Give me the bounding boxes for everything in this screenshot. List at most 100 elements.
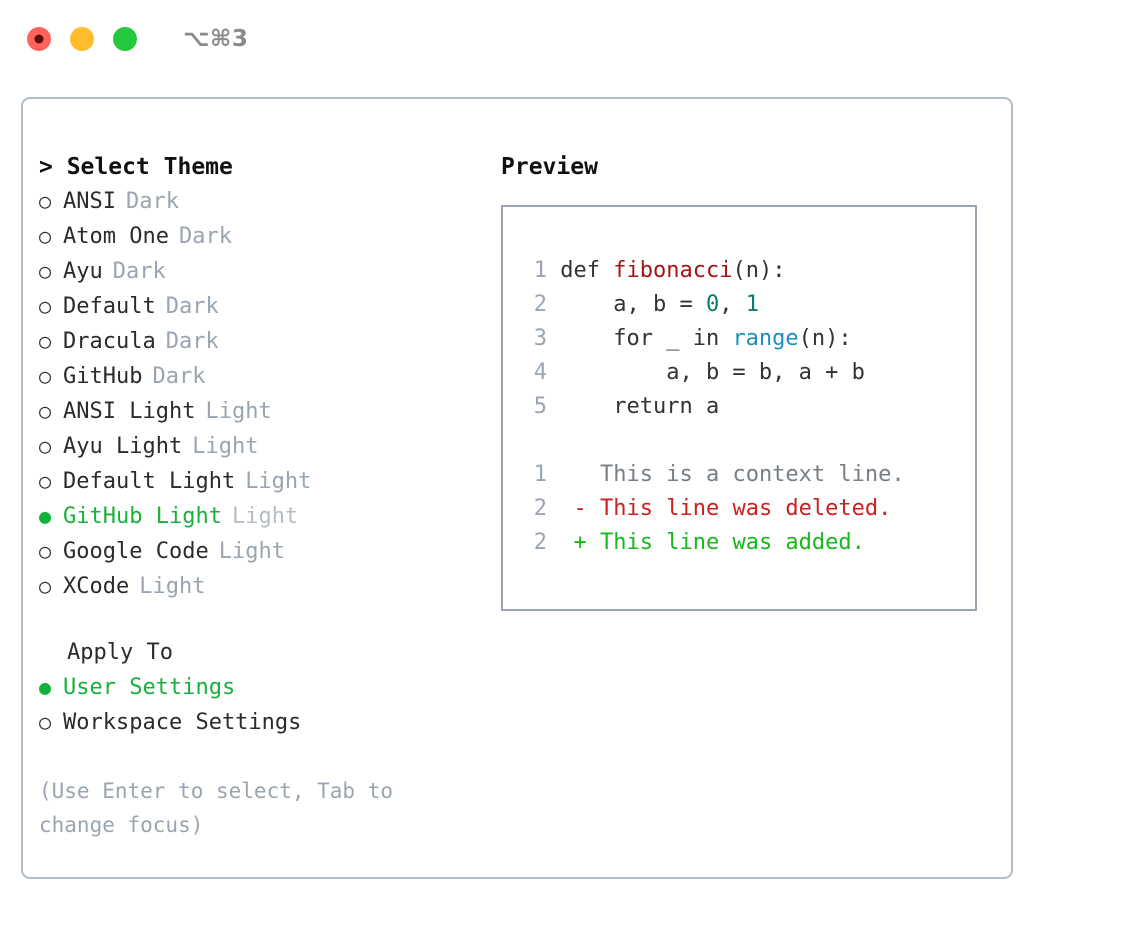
radio-unselected-icon: ○ (39, 224, 52, 248)
apply-option-workspace-settings[interactable]: ○ Workspace Settings (39, 705, 479, 740)
theme-option-label: GitHub (63, 364, 143, 389)
diff-text: This is a context line. (600, 462, 905, 487)
apply-to-list[interactable]: ● User Settings ○ Workspace Settings (39, 670, 479, 740)
radio-unselected-icon: ○ (39, 710, 52, 734)
code-token-num: 0 (705, 292, 720, 317)
theme-option-ayu[interactable]: ○ Ayu Dark (39, 254, 479, 289)
theme-option-google-code[interactable]: ○ Google Code Light (39, 534, 479, 569)
diff-line-context: 1 This is a context line. (523, 458, 975, 492)
theme-variant-tag: Dark (125, 189, 179, 214)
theme-variant-tag: Light (245, 469, 312, 494)
code-line: 1 def fibonacci(n): (523, 254, 975, 288)
theme-option-github[interactable]: ○ GitHub Dark (39, 359, 479, 394)
code-token-fn: fibonacci (613, 258, 733, 283)
code-token-plain: return a (560, 394, 720, 419)
diff-marker: - (573, 496, 587, 521)
theme-variant-tag: Light (139, 574, 206, 599)
maximize-button[interactable] (113, 27, 137, 51)
preview-heading: Preview (501, 154, 598, 180)
code-token-plain: a, b = (560, 292, 706, 317)
theme-option-dracula[interactable]: ○ Dracula Dark (39, 324, 479, 359)
code-line: 4 a, b = b, a + b (523, 356, 975, 390)
theme-variant-tag: Dark (112, 259, 166, 284)
code-token-plain: a, b = b, a + b (560, 360, 865, 385)
radio-unselected-icon: ○ (39, 574, 52, 598)
radio-selected-icon: ● (39, 675, 52, 699)
radio-unselected-icon: ○ (39, 399, 52, 423)
theme-option-label: Dracula (63, 329, 156, 354)
theme-option-label: Default (63, 294, 156, 319)
code-line: 3 for _ in range(n): (523, 322, 975, 356)
apply-to-heading: Apply To (67, 640, 173, 665)
theme-variant-tag: Dark (152, 364, 206, 389)
theme-option-label: XCode (63, 574, 130, 599)
radio-unselected-icon: ○ (39, 364, 52, 388)
apply-option-user-settings[interactable]: ● User Settings (39, 670, 479, 705)
line-number: 2 (533, 496, 547, 521)
code-line: 5 return a (523, 390, 975, 424)
code-token-call: range (732, 326, 799, 351)
theme-variant-tag: Dark (178, 224, 232, 249)
theme-option-xcode[interactable]: ○ XCode Light (39, 569, 479, 604)
theme-option-label: ANSI (63, 189, 116, 214)
radio-unselected-icon: ○ (39, 294, 52, 318)
theme-variant-tag: Light (192, 434, 259, 459)
diff-sample: 1 This is a context line.2 - This line w… (523, 458, 975, 560)
window-controls (27, 27, 137, 51)
theme-option-default[interactable]: ○ Default Dark (39, 289, 479, 324)
line-number: 1 (533, 258, 547, 283)
theme-option-ansi-light[interactable]: ○ ANSI Light Light (39, 394, 479, 429)
line-number: 4 (533, 360, 547, 385)
theme-option-label: Ayu Light (63, 434, 183, 459)
radio-unselected-icon: ○ (39, 469, 52, 493)
theme-option-label: ANSI Light (63, 399, 196, 424)
diff-marker: + (573, 530, 587, 555)
radio-unselected-icon: ○ (39, 259, 52, 283)
radio-selected-icon: ● (39, 504, 52, 528)
keyboard-hint-text: (Use Enter to select, Tab to change focu… (39, 779, 394, 837)
code-token-plain: , (719, 292, 746, 317)
theme-option-label: Google Code (63, 539, 209, 564)
theme-option-label: Ayu (63, 259, 103, 284)
line-number: 2 (533, 530, 547, 555)
apply-option-label: Workspace Settings (63, 710, 302, 735)
radio-unselected-icon: ○ (39, 329, 52, 353)
theme-variant-tag: Light (218, 539, 285, 564)
title-bar: ⌥⌘3 (0, 0, 1140, 78)
theme-variant-tag: Dark (165, 294, 219, 319)
diff-text: This line was added. (600, 530, 865, 555)
theme-option-label: Atom One (63, 224, 169, 249)
code-token-plain: (n): (798, 326, 852, 351)
theme-variant-tag: Dark (165, 329, 219, 354)
code-token-plain: (n): (732, 258, 786, 283)
minimize-button[interactable] (70, 27, 94, 51)
theme-option-default-light[interactable]: ○ Default Light Light (39, 464, 479, 499)
code-token-plain: for _ in (560, 326, 733, 351)
radio-unselected-icon: ○ (39, 539, 52, 563)
theme-option-ayu-light[interactable]: ○ Ayu Light Light (39, 429, 479, 464)
diff-line-added: 2 + This line was added. (523, 526, 975, 560)
radio-unselected-icon: ○ (39, 434, 52, 458)
theme-option-atom-one[interactable]: ○ Atom One Dark (39, 219, 479, 254)
theme-option-label: Default Light (63, 469, 236, 494)
preview-column: Preview 1 def fibonacci(n):2 a, b = 0, 1… (501, 150, 991, 611)
close-button[interactable] (27, 27, 51, 51)
apply-option-label: User Settings (63, 675, 236, 700)
theme-variant-tag: Light (205, 399, 272, 424)
select-theme-heading: > Select Theme (39, 154, 233, 180)
line-number: 2 (533, 292, 547, 317)
diff-line-deleted: 2 - This line was deleted. (523, 492, 975, 526)
line-number: 1 (533, 462, 547, 487)
theme-option-label: GitHub Light (63, 504, 222, 529)
line-number: 5 (533, 394, 547, 419)
code-line: 2 a, b = 0, 1 (523, 288, 975, 322)
keyboard-shortcut-label: ⌥⌘3 (183, 26, 249, 52)
